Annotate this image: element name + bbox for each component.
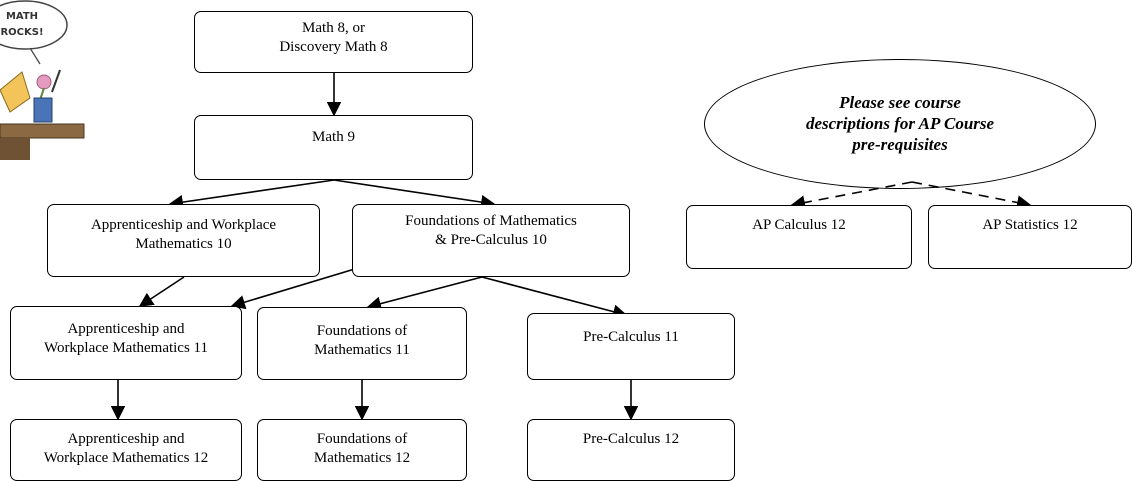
ap-prerequisite-note: Please see course descriptions for AP Co… <box>704 59 1096 189</box>
box-math-8-label: Math 8, or Discovery Math 8 <box>279 20 388 55</box>
arrow-math9-aw10 <box>168 179 335 210</box>
box-apprenticeship-10-label: Apprenticeship and Workplace Mathematics… <box>90 217 277 252</box>
box-precalculus-12: Pre-Calculus 12 <box>527 419 735 481</box>
box-foundations-11-label: Foundations of Mathematics 11 <box>314 323 410 358</box>
box-ap-statistics-12: AP Statistics 12 <box>928 205 1132 269</box>
box-ap-calculus-12-label: AP Calculus 12 <box>752 217 846 233</box>
svg-text:ROCKS!: ROCKS! <box>0 27 43 38</box>
svg-text:MATH: MATH <box>6 11 38 22</box>
box-foundations-12-label: Foundations of Mathematics 12 <box>313 431 411 466</box>
box-apprenticeship-11: Apprenticeship and Workplace Mathematics… <box>10 306 242 380</box>
box-apprenticeship-10: Apprenticeship and Workplace Mathematics… <box>47 204 320 277</box>
box-math-8: Math 8, or Discovery Math 8 <box>194 11 473 73</box>
box-math-9-label: Math 9 <box>312 129 355 145</box>
ap-prerequisite-note-text: Please see course descriptions for AP Co… <box>805 93 995 154</box>
box-apprenticeship-12-label: Apprenticeship and Workplace Mathematics… <box>43 431 209 466</box>
box-apprenticeship-11-label: Apprenticeship and Workplace Mathematics… <box>43 321 208 356</box>
box-foundations-precalc-10-label: Foundations of Mathematics & Pre-Calculu… <box>405 213 577 248</box>
math-rocks-logo: MATH ROCKS! <box>0 0 85 160</box>
box-apprenticeship-12: Apprenticeship and Workplace Mathematics… <box>10 419 242 481</box>
arrow-fpc10-pc11 <box>481 276 628 319</box>
arrow-fpc10-fm11 <box>366 276 483 311</box>
box-precalculus-11: Pre-Calculus 11 <box>527 313 735 380</box>
arrow-aw10-aw11 <box>138 276 185 307</box>
box-foundations-11: Foundations of Mathematics 11 <box>257 307 467 380</box>
arrow-math9-fpc10 <box>333 179 496 210</box>
box-foundations-12: Foundations of Mathematics 12 <box>257 419 467 481</box>
box-ap-calculus-12: AP Calculus 12 <box>686 205 912 269</box>
arrow-fpc10-aw11 <box>230 267 359 310</box>
box-precalculus-12-label: Pre-Calculus 12 <box>582 431 680 447</box>
box-foundations-precalc-10: Foundations of Mathematics & Pre-Calculu… <box>352 204 630 277</box>
box-precalculus-11-label: Pre-Calculus 11 <box>583 329 679 345</box>
box-ap-statistics-12-label: AP Statistics 12 <box>982 217 1078 233</box>
box-math-9: Math 9 <box>194 115 473 180</box>
